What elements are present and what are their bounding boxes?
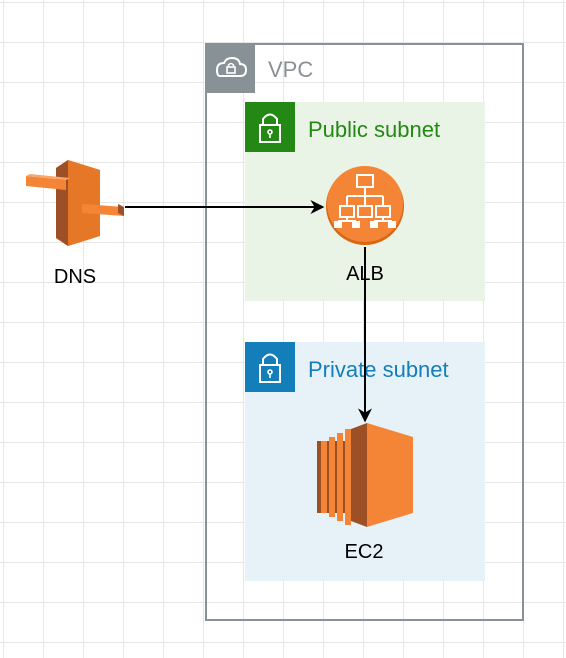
vpc-container[interactable] (205, 43, 524, 621)
cloud-lock-icon (205, 43, 255, 93)
vpc-label: VPC (268, 57, 314, 82)
ec2-label: EC2 (344, 541, 384, 563)
load-balancer-icon (326, 166, 404, 245)
route53-icon (26, 160, 124, 246)
padlock-icon (245, 342, 295, 392)
dns-node[interactable] (24, 158, 128, 248)
padlock-icon (245, 102, 295, 152)
alb-label: ALB (346, 263, 384, 285)
alb-node[interactable] (325, 166, 405, 246)
public-subnet-label: Public subnet (308, 117, 441, 142)
private-subnet-label: Private subnet (308, 357, 449, 382)
ec2-instance-icon (317, 423, 413, 527)
ec2-node[interactable] (317, 423, 413, 527)
dns-label: DNS (53, 266, 97, 288)
